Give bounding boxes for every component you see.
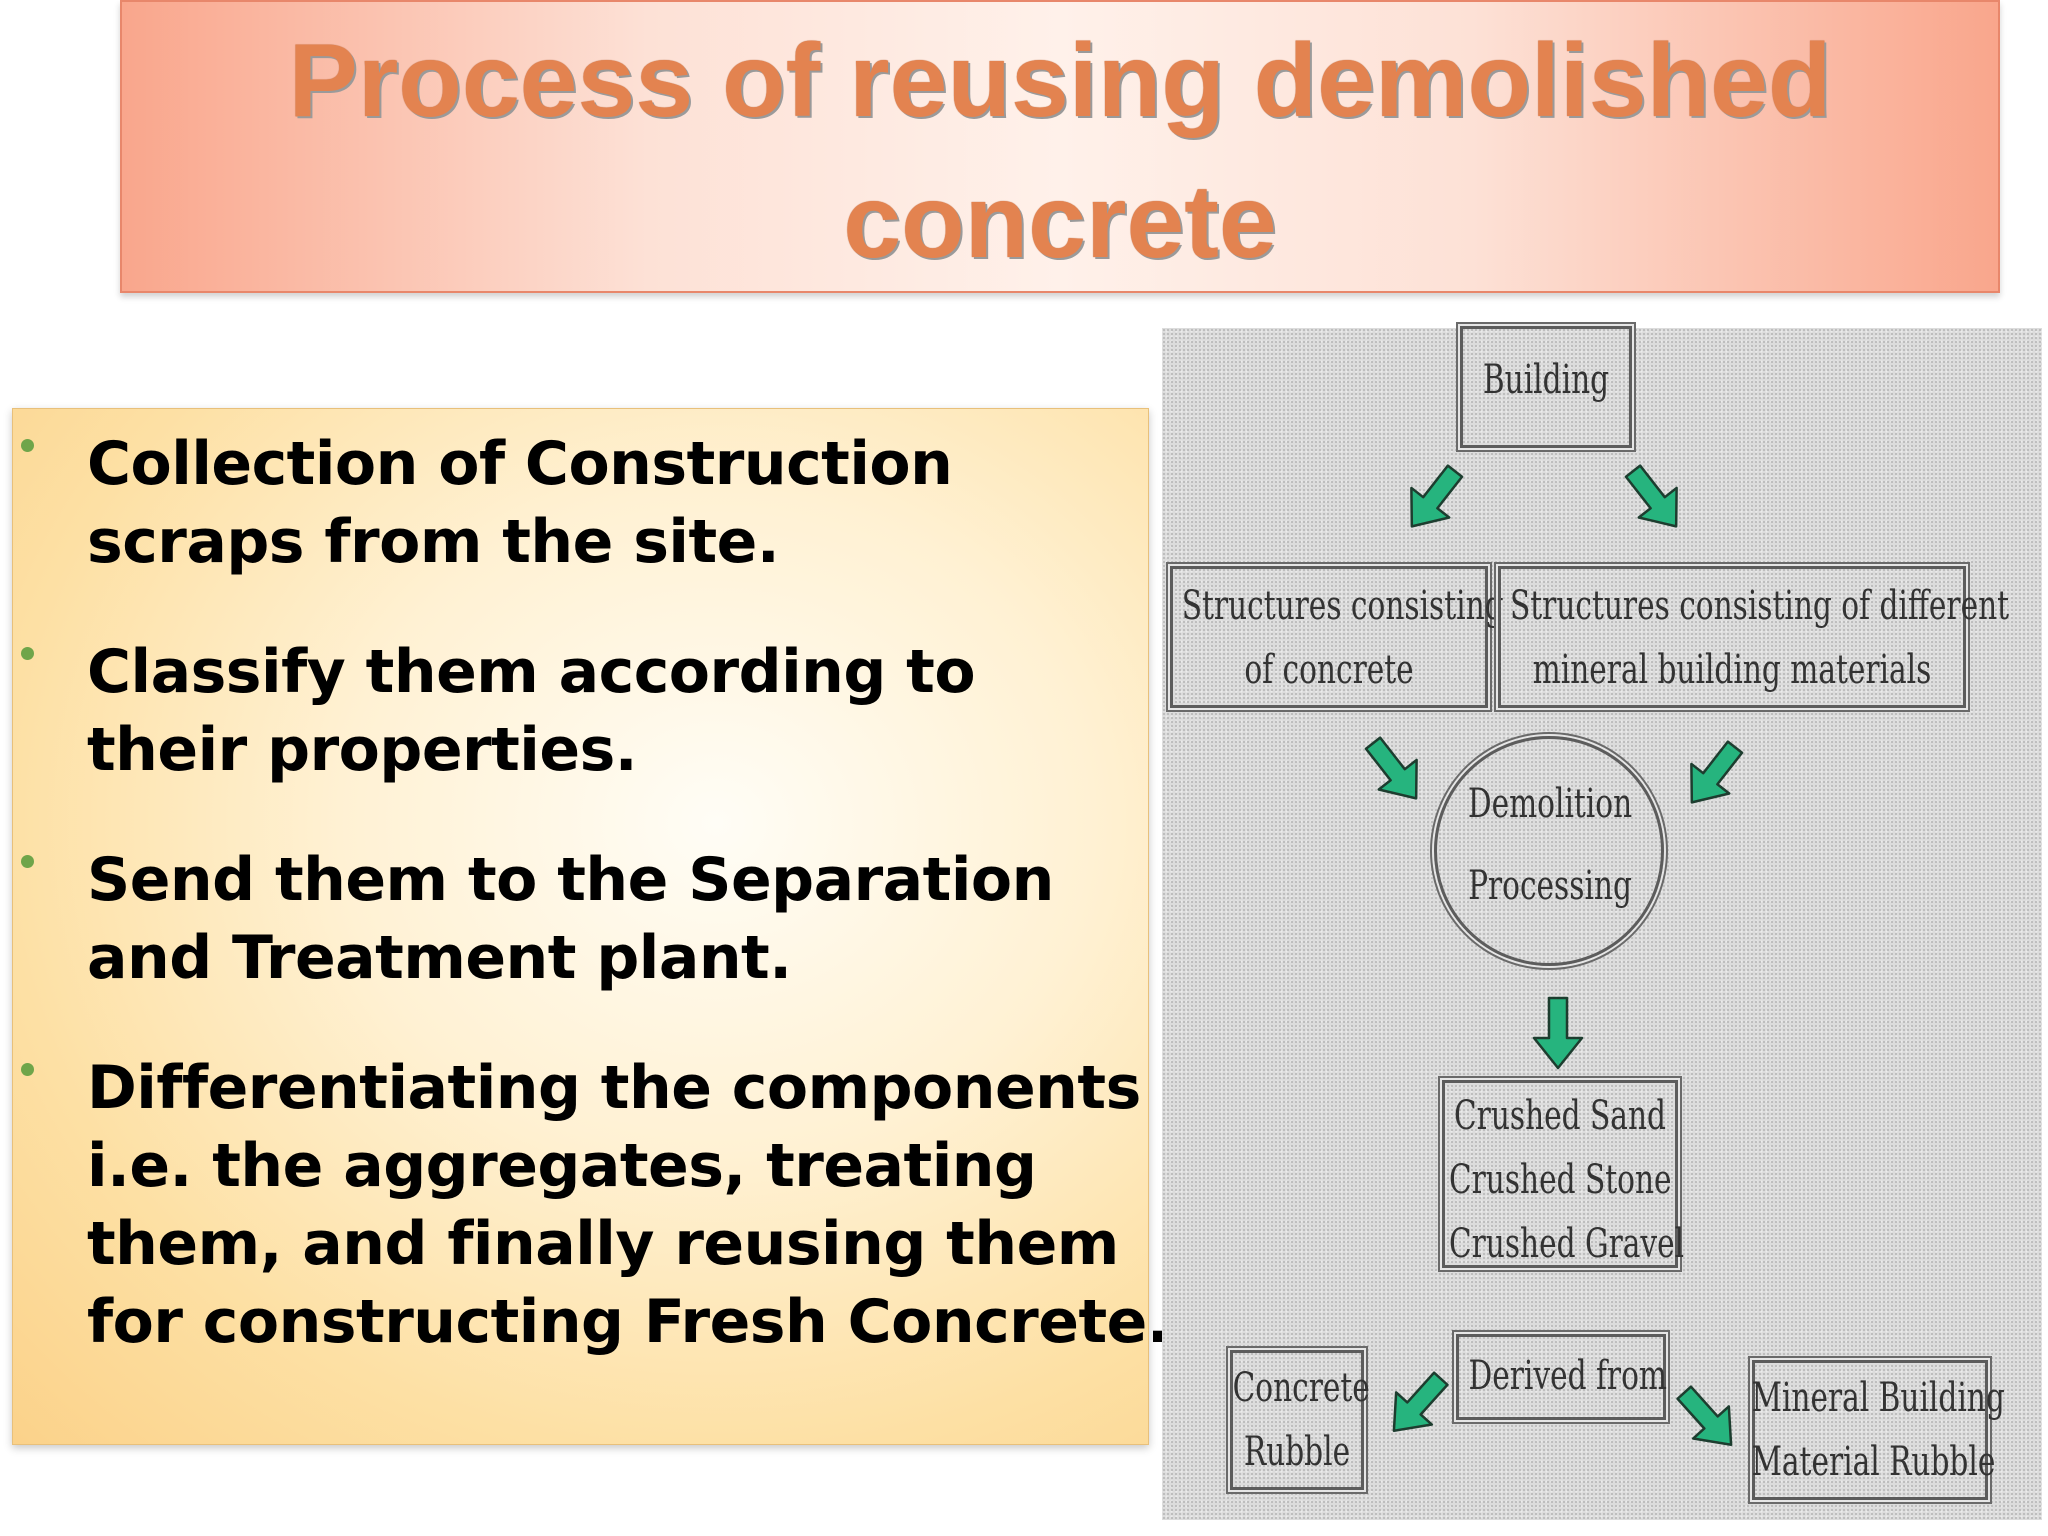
demolition-label: Demolition xyxy=(1467,781,1633,827)
structures-mineral-box xyxy=(1498,566,1966,708)
arrow-down-left-icon xyxy=(1374,1361,1460,1449)
arrow-down-left-icon xyxy=(1671,731,1756,819)
bullet-dot-icon xyxy=(21,647,34,660)
structures-concrete-line-1: Structures consisting xyxy=(1181,583,1504,629)
bullet-line: their properties. xyxy=(87,715,638,785)
mineral-rubble-line-2: Material Rubble xyxy=(1751,1439,1996,1485)
crushed-gravel-label: Crushed Gravel xyxy=(1449,1221,1685,1267)
bullet-dot-icon xyxy=(21,439,34,452)
slide-title-line-1: Process of reusing demolished xyxy=(288,23,1832,139)
title-banner: Process of reusing demolished concrete xyxy=(120,0,2000,293)
bullet-line: Classify them according to xyxy=(87,637,976,707)
bullet-text: Collection of Construction scraps from t… xyxy=(87,425,1177,581)
slide-title-line-2: concrete xyxy=(843,164,1277,280)
bullet-line: i.e. the aggregates, treating xyxy=(87,1131,1037,1201)
building-label: Building xyxy=(1482,357,1610,403)
mineral-rubble-line-1: Mineral Building xyxy=(1751,1375,2005,1421)
bullet-dot-icon xyxy=(21,1063,34,1076)
arrow-down-right-icon xyxy=(1665,1375,1751,1463)
concrete-rubble-line-1: Concrete xyxy=(1232,1365,1370,1411)
bullet-line: for constructing Fresh Concrete. xyxy=(87,1287,1170,1357)
structures-mineral-line-1: Structures consisting of different xyxy=(1510,583,2010,629)
mineral-rubble-box xyxy=(1752,1360,1988,1500)
bullet-line: and Treatment plant. xyxy=(87,923,792,993)
derived-from-label: Derived from xyxy=(1468,1353,1667,1399)
bullet-text: Send them to the Separation and Treatmen… xyxy=(87,841,1177,997)
arrow-down-right-icon xyxy=(1352,727,1437,815)
arrow-down-left-icon xyxy=(1391,455,1476,543)
crushed-sand-label: Crushed Sand xyxy=(1454,1093,1666,1139)
flow-arrows xyxy=(1352,455,1756,1463)
bullet-line: them, and finally reusing them xyxy=(87,1209,1119,1279)
demolition-processing-circle xyxy=(1434,736,1664,966)
bullet-line: scraps from the site. xyxy=(87,507,780,577)
arrow-down-right-icon xyxy=(1612,455,1697,543)
structures-mineral-line-2: mineral building materials xyxy=(1532,647,1932,693)
bullet-text: Differentiating the components i.e. the … xyxy=(87,1049,1177,1361)
bullet-text: Classify them according to their propert… xyxy=(87,633,1177,789)
crushed-stone-label: Crushed Stone xyxy=(1449,1157,1672,1203)
structures-concrete-box xyxy=(1170,566,1488,708)
bullet-panel: Collection of Construction scraps from t… xyxy=(12,408,1170,1445)
structures-concrete-line-2: of concrete xyxy=(1244,647,1414,693)
flow-diagram: Building Structures consisting of concre… xyxy=(1162,326,2042,1520)
concrete-rubble-line-2: Rubble xyxy=(1243,1429,1351,1475)
arrow-down-icon xyxy=(1532,996,1584,1070)
crushed-materials-box xyxy=(1442,1080,1678,1268)
bullet-line: Collection of Construction xyxy=(87,429,953,499)
processing-label: Processing xyxy=(1468,863,1632,909)
building-box xyxy=(1460,326,1632,448)
bullet-dot-icon xyxy=(21,855,34,868)
derived-from-box xyxy=(1456,1334,1666,1420)
concrete-rubble-box xyxy=(1230,1350,1364,1490)
bullet-line: Send them to the Separation xyxy=(87,845,1054,915)
bullet-line: Differentiating the components xyxy=(87,1053,1141,1123)
